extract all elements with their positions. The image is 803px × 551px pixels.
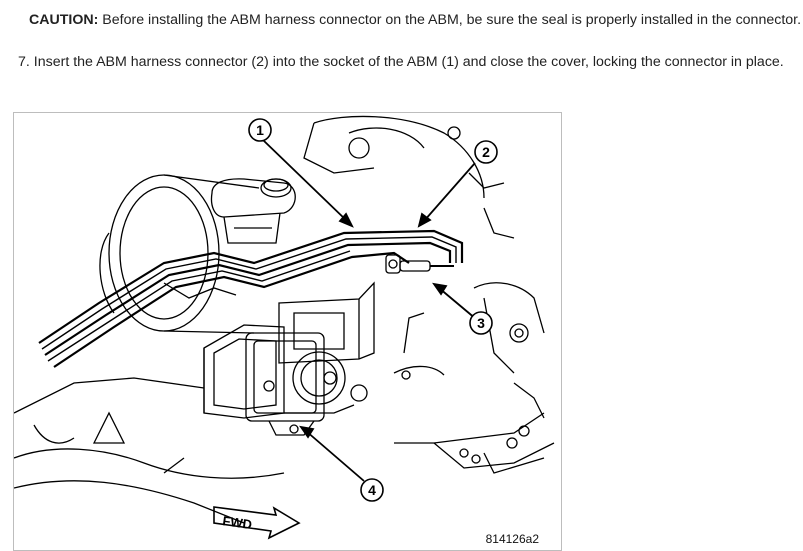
caution-note: CAUTION: Before installing the ABM harne…	[29, 12, 801, 28]
step-instruction: 7. Insert the ABM harness connector (2) …	[18, 54, 784, 70]
caution-label: CAUTION:	[29, 12, 99, 28]
callout-1-label: 1	[256, 122, 264, 138]
illustration-drawing: 1 2 3 4 FWD	[14, 115, 555, 540]
callout-2: 2	[474, 140, 498, 164]
callout-2-label: 2	[482, 144, 490, 160]
callout-4-label: 4	[368, 482, 376, 498]
callout-4: 4	[360, 478, 384, 502]
caution-text: Before installing the ABM harness connec…	[98, 12, 802, 28]
callout-3: 3	[469, 311, 493, 335]
callout-1: 1	[248, 118, 272, 142]
figure-id: 814126a2	[485, 532, 539, 546]
service-illustration: 1 2 3 4 FWD 814126a2	[13, 112, 562, 551]
fwd-label: FWD	[222, 513, 253, 532]
callout-3-label: 3	[477, 315, 485, 331]
